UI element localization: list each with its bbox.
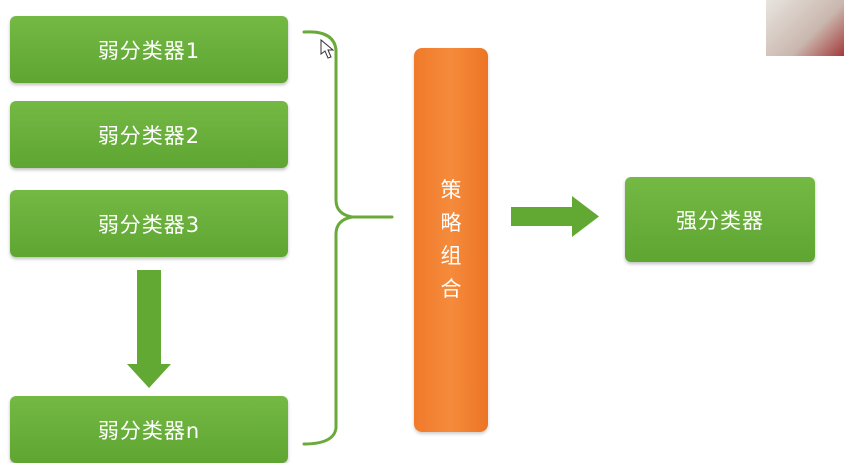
strategy-char-2: 略 xyxy=(440,211,462,235)
webcam-thumbnail xyxy=(766,0,844,56)
strategy-char-1: 策 xyxy=(440,178,462,202)
weak-classifier-n-box: 弱分类器n xyxy=(10,396,288,463)
weak-classifier-1-box: 弱分类器1 xyxy=(10,16,288,83)
mouse-cursor-icon xyxy=(320,38,335,59)
weak-classifier-3-label: 弱分类器3 xyxy=(97,212,201,237)
strategy-char-3: 组 xyxy=(440,244,462,268)
strong-classifier-label: 强分类器 xyxy=(676,208,764,233)
down-arrow xyxy=(127,270,171,388)
weak-classifier-2-box: 弱分类器2 xyxy=(10,101,288,168)
strong-classifier-box: 强分类器 xyxy=(625,177,815,262)
weak-classifier-2-label: 弱分类器2 xyxy=(97,123,201,148)
right-arrow xyxy=(511,196,599,237)
weak-classifier-3-box: 弱分类器3 xyxy=(10,190,288,257)
grouping-brace xyxy=(302,30,394,446)
weak-classifier-1-label: 弱分类器1 xyxy=(97,38,201,63)
weak-classifier-n-label: 弱分类器n xyxy=(97,418,201,443)
strategy-char-4: 合 xyxy=(440,277,462,301)
strategy-combination-bar: 策 略 组 合 xyxy=(414,48,488,432)
